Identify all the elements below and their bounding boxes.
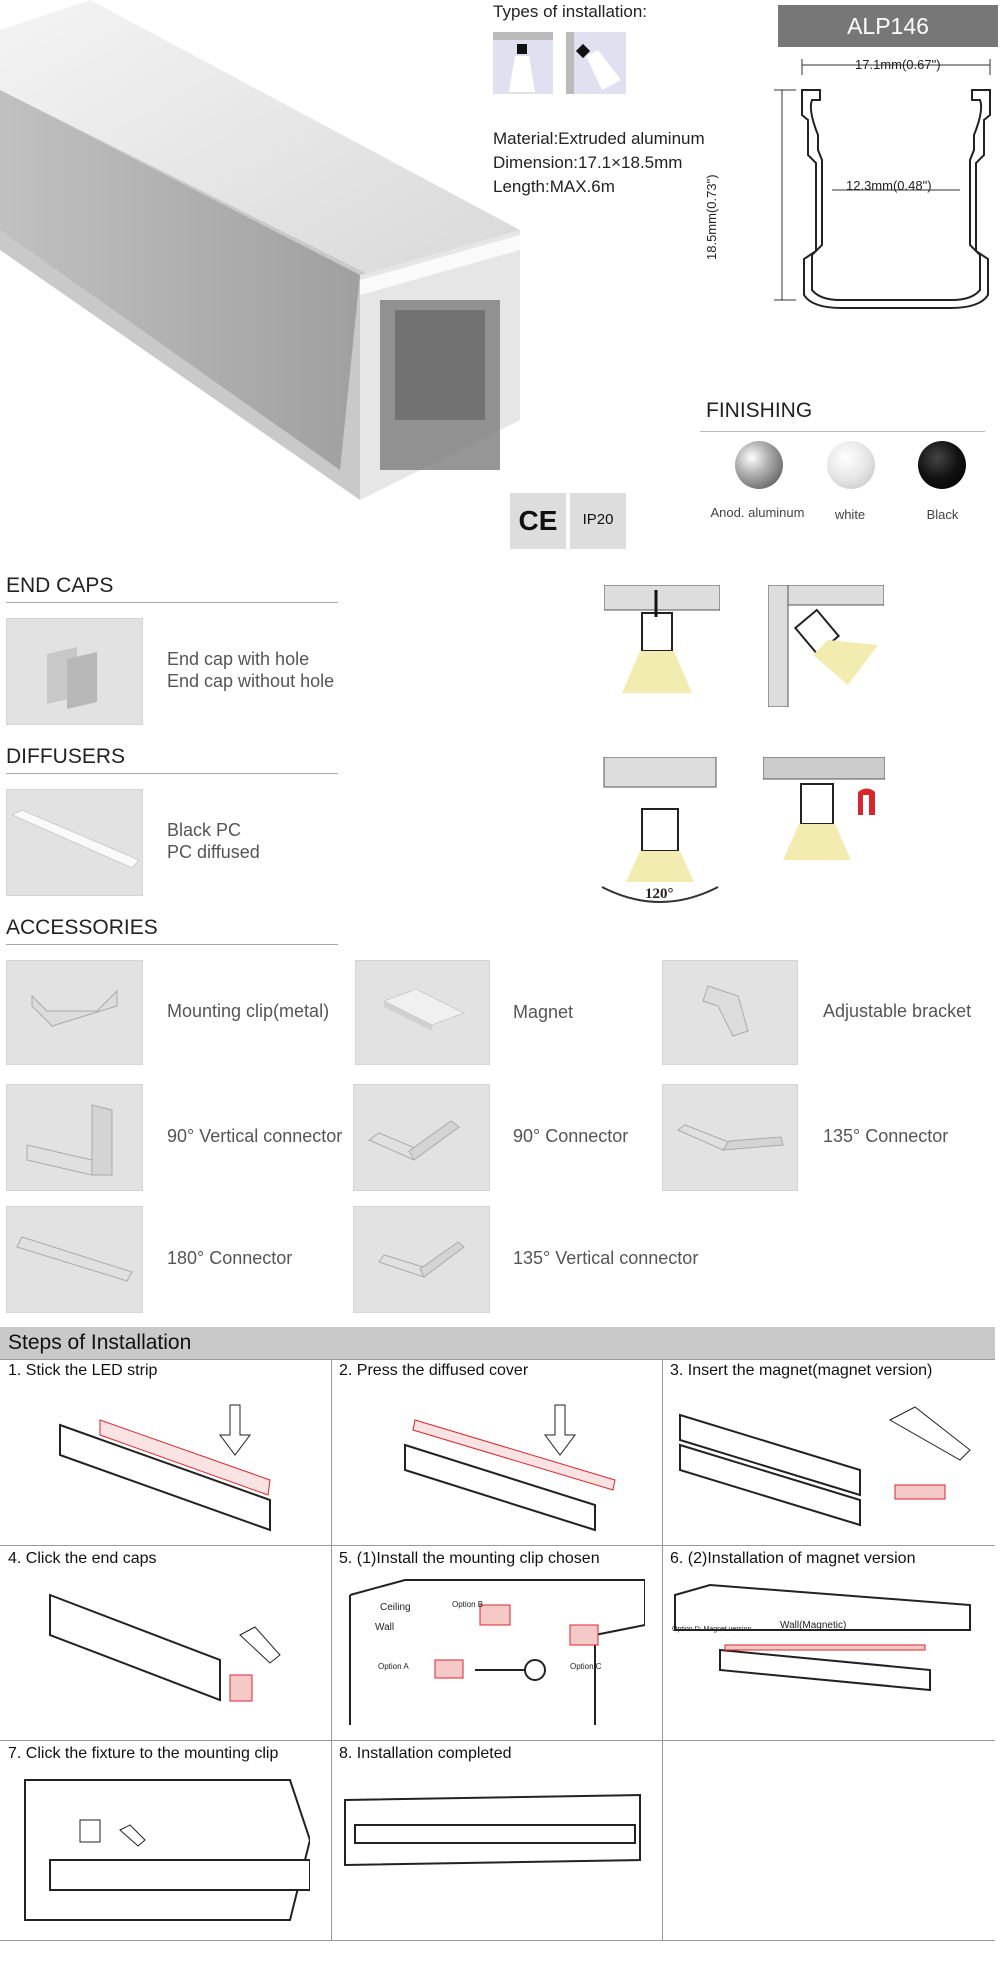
- spec-length: Length:MAX.6m: [493, 177, 615, 196]
- end-cap-line1: End cap with hole: [167, 649, 310, 669]
- magnet-mount-diagram: [762, 756, 886, 862]
- finishing-title: FINISHING: [706, 399, 813, 422]
- accessory-135-vertical-label: 135° Vertical connector: [513, 1248, 699, 1268]
- step-6-wall-label: Wall(Magnetic): [780, 1620, 847, 1631]
- step-5-option-b: Option B: [452, 1600, 484, 1609]
- installation-types-title: Types of installation:: [493, 2, 648, 21]
- finish-swatch-white: [827, 441, 875, 489]
- steps-grid-row2: [0, 1740, 995, 1741]
- steps-header: Steps of Installation: [0, 1327, 995, 1359]
- ip-rating: IP20: [582, 511, 614, 528]
- steps-grid-bottom: [0, 1940, 995, 1941]
- step-5-wall-label: Wall: [375, 1622, 395, 1633]
- accessory-90-vertical-image: [6, 1084, 143, 1191]
- accessory-90-vertical-label: 90° Vertical connector: [167, 1126, 343, 1146]
- step-5-label: 5. (1)Install the mounting clip chosen: [339, 1550, 600, 1567]
- step-2-label: 2. Press the diffused cover: [339, 1362, 529, 1379]
- end-cap-image: [6, 618, 143, 725]
- step-2-illustration: [375, 1385, 645, 1535]
- finish-swatch-black: [918, 441, 966, 489]
- diffuser-image: [6, 789, 143, 896]
- accessory-90-connector-label: 90° Connector: [513, 1126, 629, 1146]
- accessory-135-connector-image: [662, 1084, 798, 1191]
- diffusers-rule: [6, 773, 338, 774]
- end-caps-title: END CAPS: [6, 574, 114, 597]
- step-5-option-a: Option A: [378, 1662, 409, 1671]
- model-badge: ALP146: [778, 5, 998, 47]
- end-cap-line2: End cap without hole: [167, 671, 335, 691]
- end-caps-rule: [6, 602, 338, 603]
- accessory-180-connector-label: 180° Connector: [167, 1248, 293, 1268]
- profile-height-label: 18.5mm(0.73"): [704, 174, 719, 260]
- steps-grid-col2: [662, 1359, 663, 1940]
- finish-swatch-anodized: [735, 441, 783, 489]
- step-6-label: 6. (2)Installation of magnet version: [670, 1550, 916, 1567]
- diffuser-line1: Black PC: [167, 820, 242, 840]
- accessories-rule: [6, 944, 338, 945]
- step-5-illustration: [345, 1575, 646, 1725]
- finish-label-black: Black: [926, 507, 959, 522]
- product-image: [0, 0, 530, 520]
- accessory-180-connector-image: [6, 1206, 143, 1313]
- corner-mount-diagram: [767, 584, 885, 708]
- finish-label-white: white: [834, 507, 866, 522]
- step-6-option-d: Option D: Magnet version: [672, 1626, 752, 1633]
- accessory-mounting-clip-image: [6, 960, 143, 1065]
- diffuser-line2: PC diffused: [167, 842, 260, 862]
- steps-title: Steps of Installation: [8, 1331, 192, 1354]
- accessory-magnet-label: Magnet: [513, 1002, 574, 1022]
- model-name: ALP146: [847, 13, 929, 39]
- accessory-90-connector-image: [353, 1084, 490, 1191]
- profile-cross-section: [760, 55, 1000, 310]
- step-8-illustration: [340, 1790, 650, 1890]
- step-7-label: 7. Click the fixture to the mounting cli…: [8, 1745, 279, 1762]
- angled-mount-icon: [566, 32, 626, 94]
- finishing-rule: [700, 431, 985, 432]
- ce-mark: CE: [518, 505, 558, 536]
- mount-angle-label: 120°: [645, 886, 674, 902]
- step-5-ceiling-label: Ceiling: [380, 1602, 411, 1613]
- steps-grid-col1: [331, 1359, 332, 1940]
- diffusers-title: DIFFUSERS: [6, 745, 126, 768]
- steps-grid-top: [0, 1359, 995, 1360]
- surface-mount-icon: [493, 32, 553, 94]
- accessory-magnet-image: [355, 960, 490, 1065]
- steps-grid-row1: [0, 1545, 995, 1546]
- accessory-bracket-label: Adjustable bracket: [823, 1001, 972, 1021]
- step-1-illustration: [40, 1385, 300, 1535]
- step-6-illustration: [670, 1575, 980, 1725]
- step-4-label: 4. Click the end caps: [8, 1550, 157, 1567]
- finish-label-anodized: Anod. aluminum: [710, 505, 805, 520]
- step-5-option-c: Option C: [570, 1662, 602, 1671]
- step-1-label: 1. Stick the LED strip: [8, 1362, 158, 1379]
- ce-badge: CE: [510, 493, 566, 549]
- ip-badge: IP20: [570, 493, 626, 549]
- accessory-135-vertical-image: [353, 1206, 490, 1313]
- step-8-label: 8. Installation completed: [339, 1745, 512, 1762]
- accessories-title: ACCESSORIES: [6, 916, 158, 939]
- step-3-label: 3. Insert the magnet(magnet version): [670, 1362, 933, 1379]
- step-4-illustration: [40, 1575, 290, 1725]
- accessory-mounting-clip-label: Mounting clip(metal): [167, 1001, 330, 1021]
- accessory-135-connector-label: 135° Connector: [823, 1126, 949, 1146]
- pendant-mount-diagram: [590, 756, 730, 907]
- ceiling-mount-diagram: [603, 584, 721, 695]
- step-7-illustration: [20, 1770, 312, 1930]
- profile-width-label: 17.1mm(0.67"): [855, 57, 941, 72]
- accessory-bracket-image: [662, 960, 798, 1065]
- profile-inner-label: 12.3mm(0.48"): [846, 178, 932, 193]
- spec-dimension: Dimension:17.1×18.5mm: [493, 153, 683, 172]
- spec-material: Material:Extruded aluminum: [493, 129, 705, 148]
- step-3-illustration: [670, 1385, 980, 1535]
